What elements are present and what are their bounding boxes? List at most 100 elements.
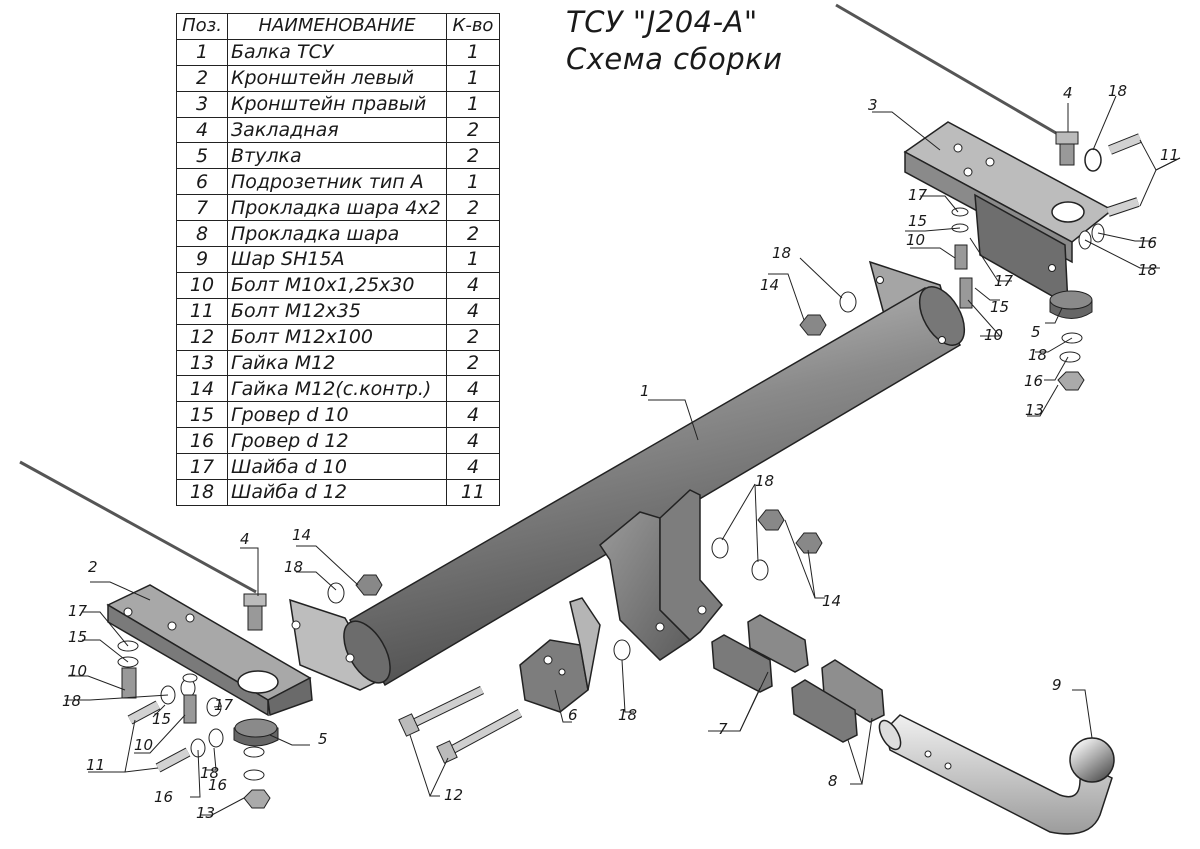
callout-16: 16 [208, 776, 227, 794]
callout-16: 16 [1024, 372, 1043, 390]
callout-6: 6 [568, 706, 578, 724]
row-quantity: 2 [446, 220, 500, 248]
row-quantity: 2 [446, 116, 500, 144]
row-name: Прокладка шара 4х2 [227, 194, 447, 222]
callout-15: 15 [990, 298, 1009, 316]
row-position: 12 [176, 323, 228, 351]
callout-15: 15 [908, 212, 927, 230]
row-position: 8 [176, 220, 228, 248]
row-name: Прокладка шара [227, 220, 447, 248]
row-quantity: 1 [446, 246, 500, 273]
row-position: 14 [176, 375, 228, 403]
callout-8: 8 [828, 772, 838, 790]
row-name: Болт М12х35 [227, 297, 447, 325]
callout-12: 12 [444, 786, 463, 804]
row-position: 4 [176, 116, 228, 144]
callout-18: 18 [755, 472, 774, 490]
callout-18: 18 [618, 706, 637, 724]
callout-1: 1 [640, 382, 650, 400]
row-quantity: 2 [446, 349, 500, 377]
callout-17: 17 [994, 272, 1014, 290]
callout-14: 14 [822, 592, 841, 610]
table-header-row: Поз. НАИМЕНОВАНИЕ К-во [176, 13, 500, 40]
callout-7: 7 [718, 720, 728, 738]
header-position: Поз. [176, 13, 228, 40]
row-name: Кронштейн правый [227, 90, 447, 118]
callout-18: 18 [284, 558, 303, 576]
row-position: 16 [176, 427, 228, 455]
fasteners [117, 131, 1142, 809]
callout-4: 4 [1063, 84, 1073, 102]
embed-rod-right [835, 3, 1069, 142]
callout-15: 15 [68, 628, 87, 646]
callout-16: 16 [1138, 234, 1157, 252]
callout-17: 17 [908, 186, 928, 204]
callout-3: 3 [868, 96, 878, 114]
row-position: 5 [176, 142, 228, 170]
leader-lines [65, 95, 1181, 816]
row-name: Гайка М12(с.контр.) [227, 375, 447, 403]
callout-18: 18 [62, 692, 81, 710]
row-position: 2 [176, 64, 228, 92]
ball-spacers-part-8 [791, 659, 885, 743]
row-name: Закладная [227, 116, 447, 144]
callout-9: 9 [1052, 676, 1062, 694]
row-quantity: 4 [446, 453, 500, 481]
callout-18: 18 [1108, 82, 1127, 100]
bracket-left-part-2 [106, 584, 313, 717]
callout-17: 17 [68, 602, 88, 620]
row-quantity: 1 [446, 90, 500, 118]
callout-14: 14 [292, 526, 311, 544]
drawing-subtitle: Схема сборки [566, 42, 783, 76]
row-quantity: 1 [446, 38, 500, 66]
callout-18: 18 [1028, 346, 1047, 364]
callout-11: 11 [1160, 146, 1179, 164]
row-quantity: 1 [446, 64, 500, 92]
row-name: Гровер d 10 [227, 401, 447, 429]
drawing-title: ТСУ "J204-A" [566, 5, 758, 39]
callout-10: 10 [134, 736, 153, 754]
row-quantity: 2 [446, 194, 500, 222]
callout-13: 13 [196, 804, 215, 822]
header-quantity: К-во [446, 13, 500, 40]
tow-ball-part-9 [878, 714, 1115, 835]
callout-16: 16 [154, 788, 173, 806]
row-name: Шайба d 12 [227, 479, 447, 506]
ball-spacers-part-7 [711, 614, 809, 693]
row-name: Кронштейн левый [227, 64, 447, 92]
callout-5: 5 [318, 730, 328, 748]
callout-18: 18 [772, 244, 791, 262]
socket-plate-part-6 [519, 597, 601, 713]
callout-10: 10 [906, 231, 925, 249]
row-name: Гровер d 12 [227, 427, 447, 455]
row-quantity: 11 [446, 479, 500, 506]
row-quantity: 2 [446, 323, 500, 351]
callout-13: 13 [1025, 401, 1044, 419]
callout-10: 10 [984, 326, 1003, 344]
callout-2: 2 [88, 558, 98, 576]
row-name: Балка ТСУ [227, 38, 447, 66]
callout-18: 18 [1138, 261, 1157, 279]
row-name: Подрозетник тип А [227, 168, 447, 196]
callout-labels: 1 2 3 4 4 5 5 6 7 8 9 10 10 10 10 11 11 … [62, 82, 1179, 822]
callout-15: 15 [152, 710, 171, 728]
callout-11: 11 [86, 756, 105, 774]
callout-14: 14 [760, 276, 779, 294]
callout-17: 17 [214, 696, 234, 714]
row-name: Болт М10х1,25х30 [227, 271, 447, 299]
tow-beam-part-1 [289, 260, 966, 691]
callout-18: 18 [200, 764, 219, 782]
